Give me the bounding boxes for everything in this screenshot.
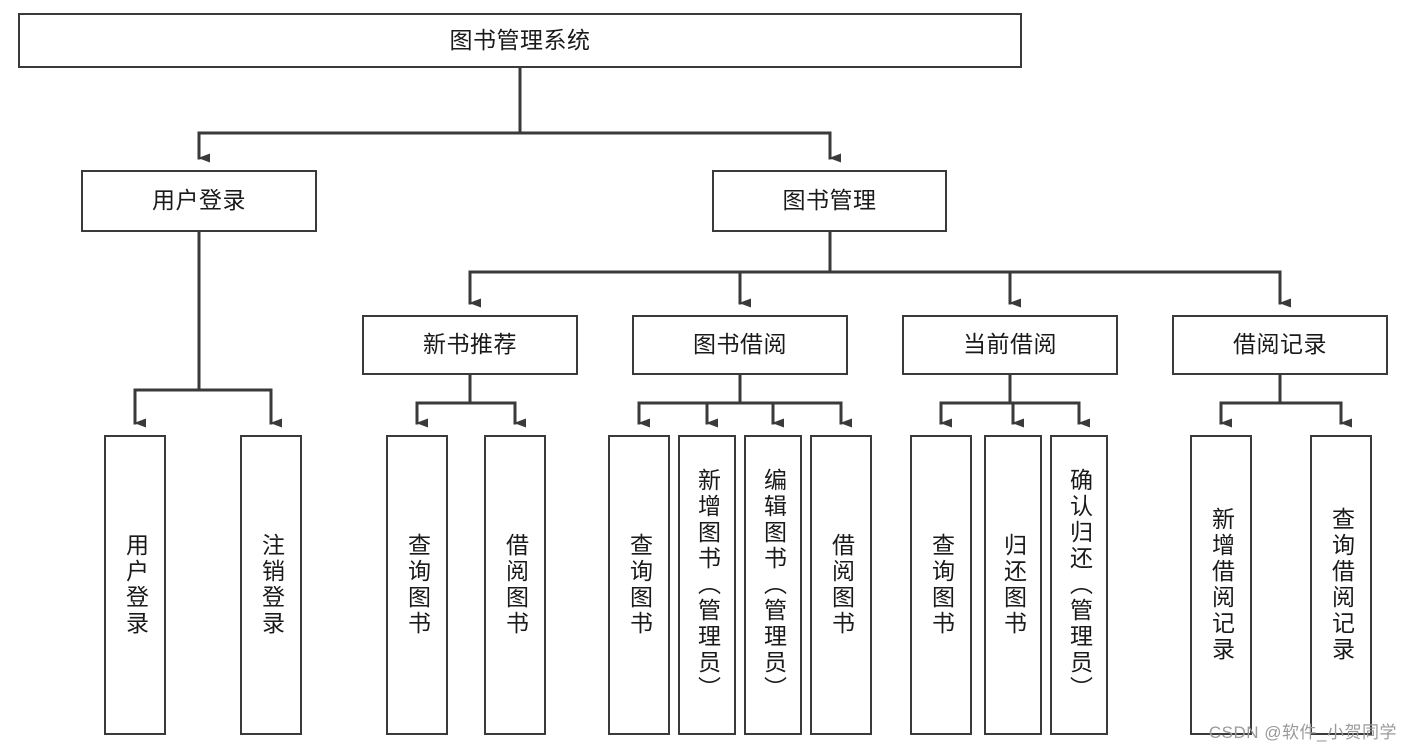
node-book-manage-label: 图书管理: [782, 187, 877, 214]
node-new-book-recommend-label: 新书推荐: [423, 331, 517, 358]
node-user-login[interactable]: 用户登录: [81, 170, 317, 232]
node-book-borrow[interactable]: 图书借阅: [632, 315, 848, 375]
leaf-query-borrow-record-label: 查询借阅记录: [1328, 507, 1355, 663]
leaf-edit-book-admin[interactable]: 编辑图书（管理员）: [744, 435, 802, 735]
leaf-borrow-book-new[interactable]: 借阅图书: [484, 435, 546, 735]
node-current-borrow-label: 当前借阅: [963, 331, 1057, 358]
leaf-add-borrow-record-label: 新增借阅记录: [1208, 507, 1235, 663]
leaf-return-book-label: 归还图书: [1000, 533, 1027, 637]
leaf-return-book[interactable]: 归还图书: [984, 435, 1042, 735]
leaf-query-book-current-label: 查询图书: [928, 533, 955, 637]
leaf-logout-label: 注销登录: [258, 533, 285, 637]
leaf-query-book-borrow[interactable]: 查询图书: [608, 435, 670, 735]
leaf-user-login[interactable]: 用户登录: [104, 435, 166, 735]
node-borrow-record-label: 借阅记录: [1233, 331, 1327, 358]
leaf-logout[interactable]: 注销登录: [240, 435, 302, 735]
node-book-manage[interactable]: 图书管理: [712, 170, 947, 232]
node-root[interactable]: 图书管理系统: [18, 13, 1022, 68]
leaf-user-login-label: 用户登录: [122, 533, 149, 637]
node-book-borrow-label: 图书借阅: [693, 331, 787, 358]
leaf-query-book-borrow-label: 查询图书: [626, 533, 653, 637]
leaf-query-book-new[interactable]: 查询图书: [386, 435, 448, 735]
leaf-add-book-admin-label: 新增图书（管理员）: [694, 468, 721, 702]
node-user-login-label: 用户登录: [152, 187, 246, 214]
leaf-borrow-book-label: 借阅图书: [828, 533, 855, 637]
leaf-edit-book-admin-label: 编辑图书（管理员）: [760, 468, 787, 702]
leaf-add-borrow-record[interactable]: 新增借阅记录: [1190, 435, 1252, 735]
leaf-borrow-book-new-label: 借阅图书: [502, 533, 529, 637]
leaf-query-borrow-record[interactable]: 查询借阅记录: [1310, 435, 1372, 735]
leaf-add-book-admin[interactable]: 新增图书（管理员）: [678, 435, 736, 735]
leaf-confirm-return-admin-label: 确认归还（管理员）: [1066, 468, 1093, 702]
node-root-label: 图书管理系统: [449, 26, 591, 53]
leaf-query-book-new-label: 查询图书: [404, 533, 431, 637]
node-new-book-recommend[interactable]: 新书推荐: [362, 315, 578, 375]
node-borrow-record[interactable]: 借阅记录: [1172, 315, 1388, 375]
leaf-confirm-return-admin[interactable]: 确认归还（管理员）: [1050, 435, 1108, 735]
node-current-borrow[interactable]: 当前借阅: [902, 315, 1118, 375]
leaf-borrow-book[interactable]: 借阅图书: [810, 435, 872, 735]
leaf-query-book-current[interactable]: 查询图书: [910, 435, 972, 735]
